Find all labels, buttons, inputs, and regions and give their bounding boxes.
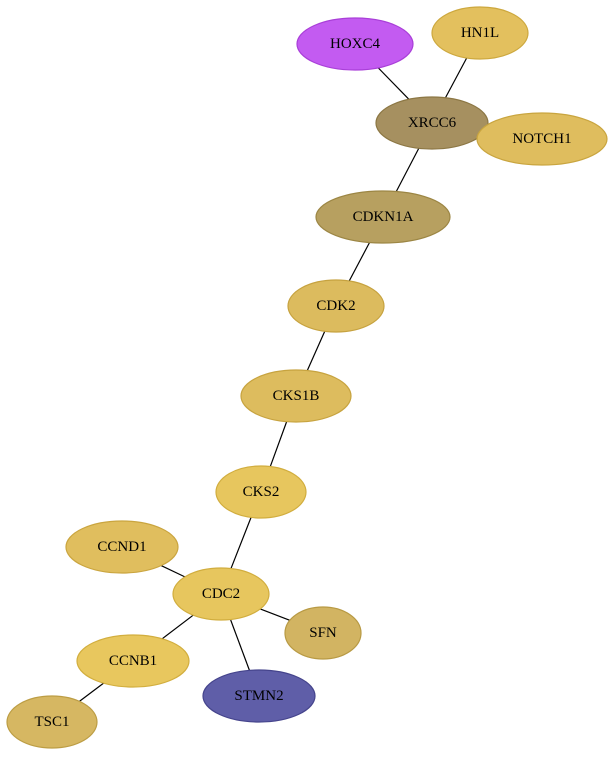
edge-ccnd1-cdc2 [160, 565, 186, 578]
edge-cdc2-stmn2 [229, 619, 251, 671]
node-label-hoxc4: HOXC4 [330, 36, 381, 52]
node-notch1[interactable]: NOTCH1 [476, 112, 608, 166]
edge-cks2-cdc2 [230, 517, 252, 569]
node-shape-cdk2 [287, 279, 385, 333]
node-label-cdc2: CDC2 [202, 586, 240, 602]
node-label-stmn2: STMN2 [234, 688, 283, 704]
node-cdkn1a[interactable]: CDKN1A [315, 190, 451, 244]
edge-hoxc4-xrcc6 [377, 67, 410, 100]
node-label-cks1b: CKS1B [273, 388, 320, 404]
node-label-hn1l: HN1L [461, 25, 499, 41]
node-shape-cdc2 [172, 567, 270, 621]
node-shape-cdkn1a [315, 190, 451, 244]
node-shape-ccnb1 [76, 634, 190, 688]
node-label-ccnd1: CCND1 [97, 539, 146, 555]
edge-cdc2-sfn [260, 608, 291, 621]
node-label-cdkn1a: CDKN1A [353, 209, 414, 225]
edge-xrcc6-cdkn1a [395, 147, 420, 192]
node-xrcc6[interactable]: XRCC6 [375, 96, 489, 150]
node-hn1l[interactable]: HN1L [431, 6, 529, 60]
node-shape-stmn2 [202, 669, 316, 723]
node-ccnb1[interactable]: CCNB1 [76, 634, 190, 688]
node-stmn2[interactable]: STMN2 [202, 669, 316, 723]
node-ccnd1[interactable]: CCND1 [65, 520, 179, 574]
node-label-cdk2: CDK2 [316, 298, 355, 314]
node-label-tsc1: TSC1 [34, 714, 69, 730]
edges-layer [79, 57, 468, 702]
node-cks1b[interactable]: CKS1B [240, 369, 352, 423]
node-shape-notch1 [476, 112, 608, 166]
node-hoxc4[interactable]: HOXC4 [296, 17, 414, 71]
edge-cdkn1a-cdk2 [348, 242, 371, 282]
node-label-notch1: NOTCH1 [512, 131, 571, 147]
node-shape-hn1l [431, 6, 529, 60]
node-shape-cks2 [215, 465, 307, 519]
node-tsc1[interactable]: TSC1 [6, 695, 98, 749]
node-shape-ccnd1 [65, 520, 179, 574]
node-cdc2[interactable]: CDC2 [172, 567, 270, 621]
edge-hn1l-xrcc6 [444, 57, 468, 99]
node-shape-cks1b [240, 369, 352, 423]
node-sfn[interactable]: SFN [284, 606, 362, 660]
edge-cdc2-ccnb1 [161, 614, 194, 640]
edge-cks1b-cks2 [269, 421, 288, 467]
node-shape-tsc1 [6, 695, 98, 749]
node-label-xrcc6: XRCC6 [408, 115, 457, 131]
edge-cdk2-cks1b [306, 331, 326, 371]
node-cdk2[interactable]: CDK2 [287, 279, 385, 333]
node-label-sfn: SFN [309, 625, 337, 641]
node-cks2[interactable]: CKS2 [215, 465, 307, 519]
node-shape-sfn [284, 606, 362, 660]
node-label-cks2: CKS2 [243, 484, 280, 500]
node-shape-hoxc4 [296, 17, 414, 71]
node-label-ccnb1: CCNB1 [109, 653, 157, 669]
edge-ccnb1-tsc1 [79, 682, 104, 702]
node-shape-xrcc6 [375, 96, 489, 150]
